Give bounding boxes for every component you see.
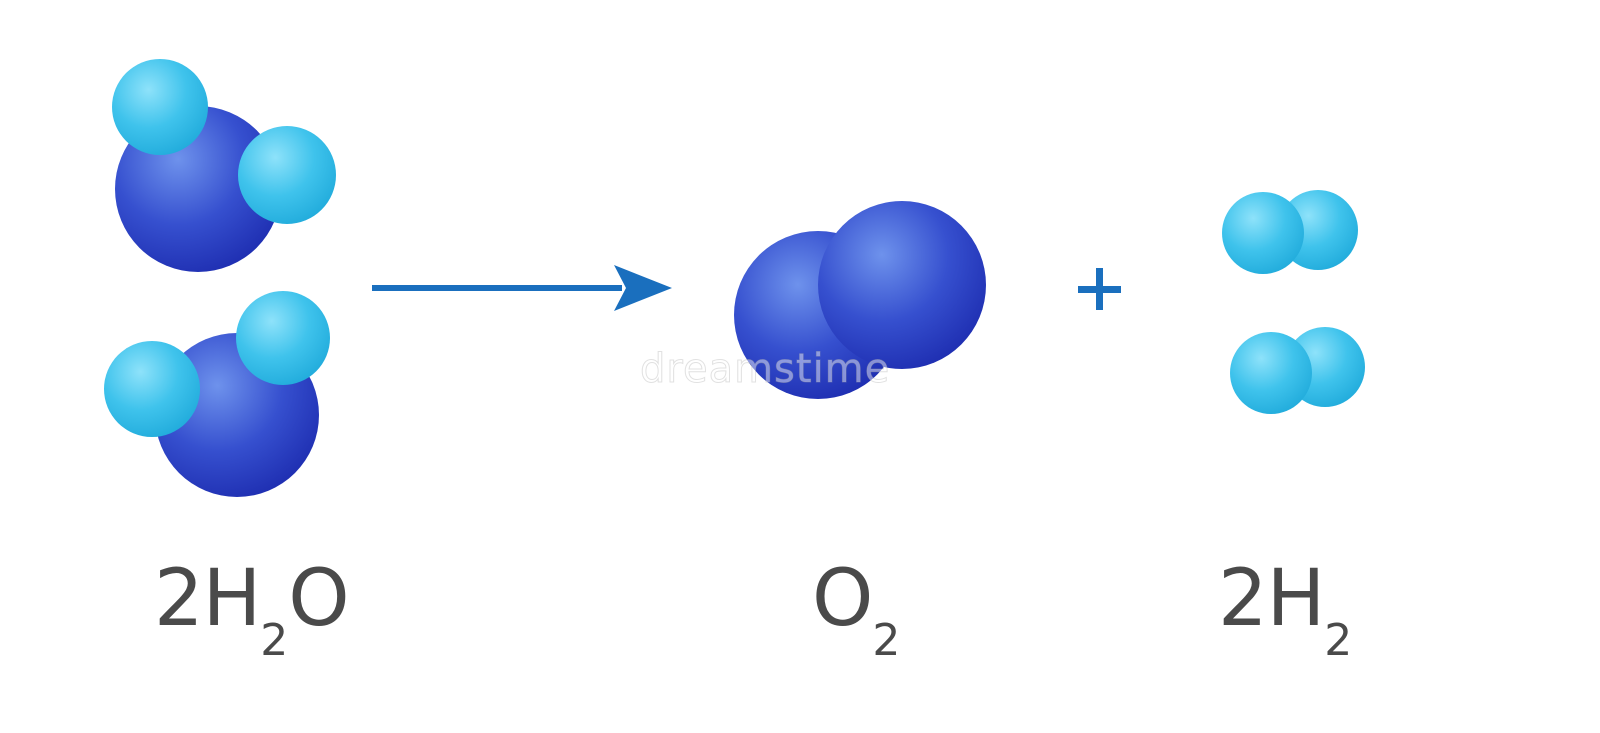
formula-water: 2H2O xyxy=(154,560,350,663)
coefficient: 2 xyxy=(154,554,204,644)
hydrogen-molecule-2 xyxy=(1230,327,1365,414)
subscript: 2 xyxy=(872,615,901,666)
water-molecule-1 xyxy=(112,59,336,272)
element-symbol: H xyxy=(1266,554,1326,644)
right-arrow-icon xyxy=(372,265,672,311)
hydrogen-atom xyxy=(236,291,330,385)
hydrogen-atom xyxy=(1230,332,1312,414)
formula-hydrogen: 2H2 xyxy=(1218,560,1352,663)
hydrogen-atom xyxy=(238,126,336,224)
hydrogen-atom xyxy=(104,341,200,437)
watermark: dreamstime xyxy=(639,346,891,393)
element-symbol: H xyxy=(202,554,262,644)
element-symbol: O xyxy=(288,554,349,644)
oxygen-atom xyxy=(818,201,986,369)
plus-icon xyxy=(1078,268,1121,310)
water-molecule-2 xyxy=(104,291,330,497)
coefficient: 2 xyxy=(1218,554,1268,644)
hydrogen-atom xyxy=(1222,192,1304,274)
formula-oxygen: O2 xyxy=(812,560,900,663)
hydrogen-atom xyxy=(112,59,208,155)
element-symbol: O xyxy=(812,554,873,644)
subscript: 2 xyxy=(1324,615,1353,666)
hydrogen-molecule-1 xyxy=(1222,190,1358,274)
oxygen-molecule xyxy=(734,201,986,399)
subscript: 2 xyxy=(260,615,289,666)
